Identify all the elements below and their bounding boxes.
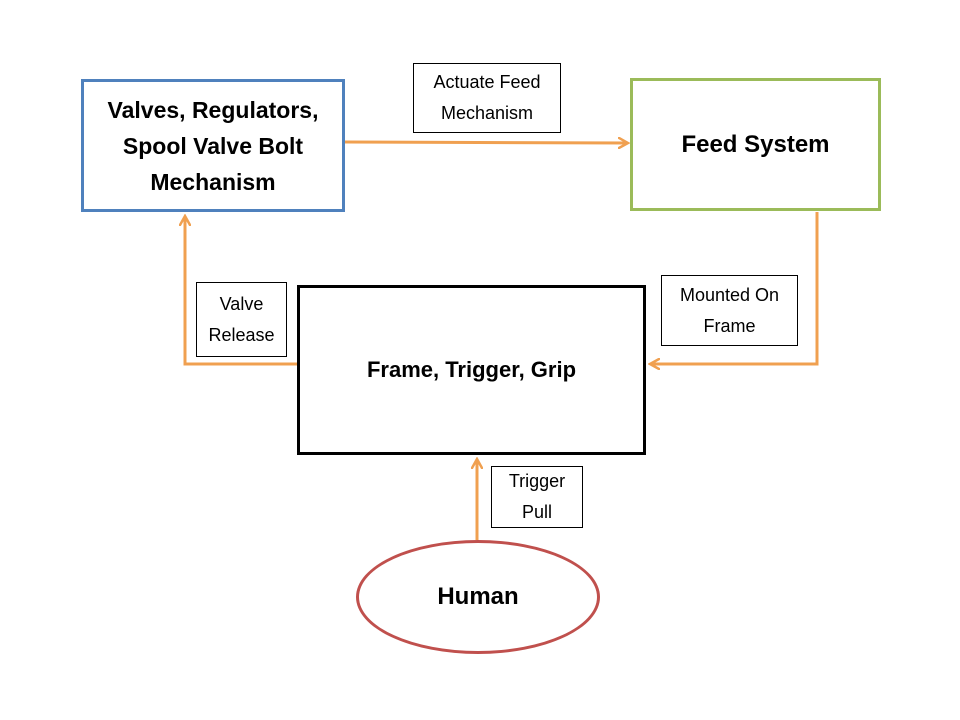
trigger-pull-text: Trigger Pull [508,471,566,522]
feed-system-text: Feed System [681,130,830,158]
human-text: Human [437,583,519,610]
arrow-frame-to-valves [185,216,297,366]
valve-release-text: Valve Release [208,293,275,345]
actuate-feed-mechanism-label: Actuate Feed Mechanism [413,63,561,133]
arrow-valves-to-feed [344,142,628,143]
actuate-feed-mechanism-text: Actuate Feed Mechanism [433,72,541,123]
feed-system-node: Feed System [630,78,881,211]
frame-trigger-grip-text: Frame, Trigger, Grip [366,357,577,382]
valves-regulators-text: Valves, Regulators, Spool Valve Bolt Mec… [107,96,319,195]
frame-trigger-grip-node: Frame, Trigger, Grip [297,285,646,455]
human-node: Human [356,540,600,654]
valves-regulators-node: Valves, Regulators, Spool Valve Bolt Mec… [81,79,345,212]
trigger-pull-label: Trigger Pull [491,466,583,528]
mounted-on-frame-label: Mounted On Frame [661,275,798,346]
mounted-on-frame-text: Mounted On Frame [679,284,780,336]
valve-release-label: Valve Release [196,282,287,357]
arrow-feed-to-frame [650,212,819,364]
